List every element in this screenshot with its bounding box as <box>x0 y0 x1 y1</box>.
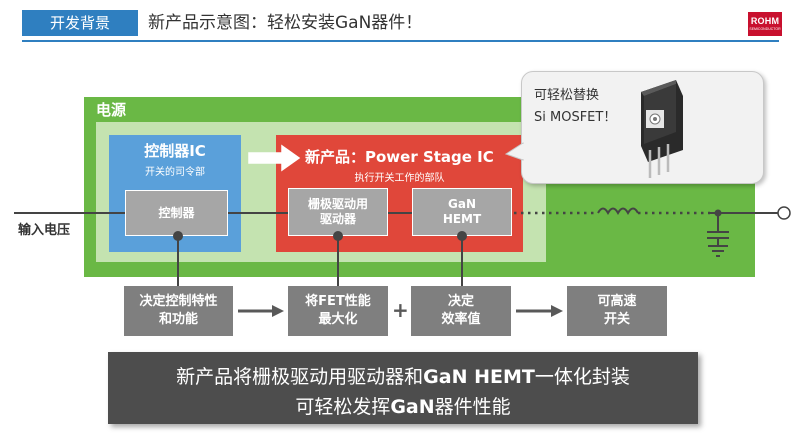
connector-dot-gan <box>457 231 467 241</box>
output-terminal-icon <box>777 206 791 220</box>
power-supply-label: 电源 <box>96 101 127 119</box>
page-title: 新产品示意图：轻松安装GaN器件！ <box>148 13 423 33</box>
benefit-control-characteristics: 决定控制特性 和功能 <box>124 286 233 336</box>
benefit4-line1: 可高速 <box>597 294 637 309</box>
rohm-logo: ROHM SEMICONDUCTOR <box>748 12 782 36</box>
callout-text-line2: Si MOSFET！ <box>534 110 617 125</box>
header-divider <box>22 40 779 42</box>
banner-line1-post: 一体化封装 <box>534 366 630 388</box>
benefit-high-speed-switching: 可高速 开关 <box>567 286 667 336</box>
connector-dot-controller <box>173 231 183 241</box>
section-tag: 开发背景 <box>22 10 138 36</box>
banner-line1-pre: 新产品将栅极驱动用驱动器和 <box>176 366 424 388</box>
benefit1-line1: 决定控制特性 <box>139 294 218 309</box>
callout-text-line1: 可轻松替换 <box>534 88 600 103</box>
banner-line1: 新产品将栅极驱动用驱动器和GaN HEMT一体化封装 <box>108 362 698 389</box>
power-stage-ic-title: 新产品：Power Stage IC <box>305 148 494 166</box>
gate-driver-label-line1: 栅极驱动用 <box>307 197 368 211</box>
benefit4-line2: 开关 <box>603 312 630 327</box>
plus-sign: + <box>392 298 409 322</box>
gan-hemt-label-line1: GaN <box>448 197 476 211</box>
benefit3-line1: 决定 <box>447 294 474 309</box>
banner-line2-pre: 可轻松发挥 <box>295 396 391 418</box>
logo-wordmark: ROHM <box>750 16 780 26</box>
banner-line1-bold: GaN HEMT <box>423 366 535 388</box>
callout-pointer <box>504 142 524 161</box>
transistor-package-icon <box>641 80 683 178</box>
gan-hemt-block: GaN HEMT <box>412 188 512 236</box>
connector-dot-driver <box>333 231 343 241</box>
power-stage-ic-subtitle: 执行开关工作的部队 <box>354 173 445 184</box>
controller-label: 控制器 <box>158 205 195 220</box>
controller-ic-title: 控制器IC <box>144 142 206 160</box>
banner-line2-bold: GaN <box>390 396 435 418</box>
flow-arrow-1-head-icon <box>272 305 284 317</box>
benefit1-line2: 和功能 <box>158 312 198 327</box>
banner-line2: 可轻松发挥GaN器件性能 <box>108 392 698 419</box>
gan-hemt-label-line2: HEMT <box>442 212 482 226</box>
summary-banner: 新产品将栅极驱动用驱动器和GaN HEMT一体化封装 可轻松发挥GaN器件性能 <box>108 352 698 424</box>
gate-driver-label-line2: 驱动器 <box>319 212 356 226</box>
benefit2-line2: 最大化 <box>318 312 358 327</box>
controller-ic-subtitle: 开关的司令部 <box>145 167 205 178</box>
transition-arrow-icon <box>248 144 301 172</box>
controller-block: 控制器 <box>125 190 228 236</box>
logo-subtext: SEMICONDUCTOR <box>749 27 781 31</box>
inductor-icon <box>597 207 639 216</box>
banner-line2-post: 器件性能 <box>434 396 511 418</box>
benefit3-line2: 效率值 <box>441 312 481 327</box>
benefit-maximize-fet: 将FET性能 最大化 <box>288 286 388 336</box>
input-voltage-label: 输入电压 <box>18 223 71 238</box>
flow-arrow-2-head-icon <box>551 305 563 317</box>
benefit-efficiency: 决定 效率值 <box>411 286 511 336</box>
benefit2-line1: 将FET性能 <box>305 294 371 309</box>
